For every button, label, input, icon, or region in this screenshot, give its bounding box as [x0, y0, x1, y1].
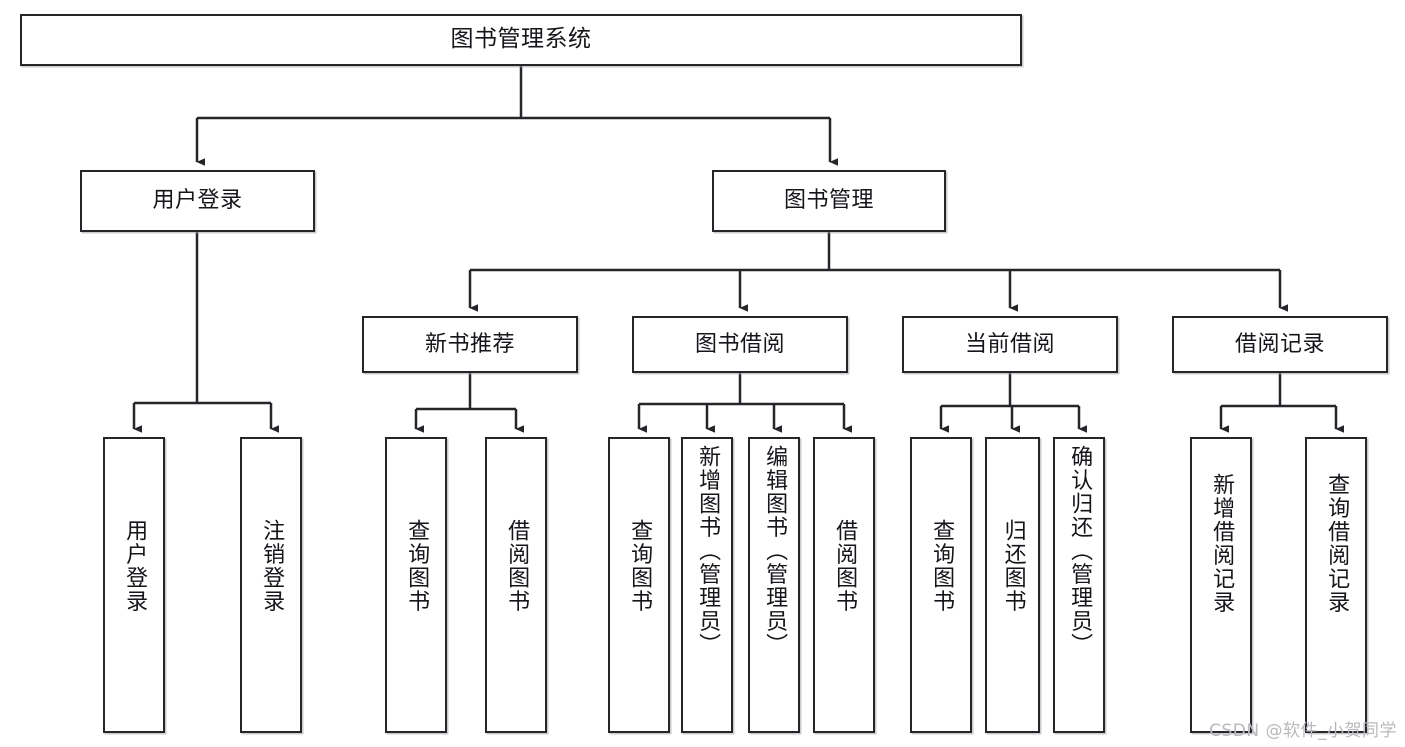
node-label: 新书推荐 — [424, 331, 515, 357]
csdn-watermark: CSDN @软件_小贺同学 — [1209, 721, 1397, 741]
node-label: 用户登录 — [122, 519, 148, 613]
node-return-books[interactable]: 归还图书 — [985, 437, 1040, 733]
node-label: 查询图书 — [404, 519, 430, 613]
node-label: 确认归还（管理员） — [1067, 445, 1093, 657]
node-label: 归还图书 — [1000, 519, 1026, 613]
node-add-borrow-record[interactable]: 新增借阅记录 — [1190, 437, 1252, 733]
node-label: 图书管理 — [783, 188, 874, 214]
node-label: 图书管理系统 — [450, 26, 592, 53]
node-book-borrow[interactable]: 图书借阅 — [632, 316, 848, 373]
node-edit-book-admin[interactable]: 编辑图书（管理员） — [748, 437, 800, 733]
node-root-system[interactable]: 图书管理系统 — [20, 14, 1022, 66]
node-query-borrow-record[interactable]: 查询借阅记录 — [1305, 437, 1367, 733]
node-label: 注销登录 — [259, 519, 285, 613]
node-label: 当前借阅 — [964, 331, 1055, 357]
node-label: 借阅图书 — [504, 519, 530, 613]
node-label: 编辑图书（管理员） — [762, 445, 788, 657]
node-label: 查询图书 — [627, 519, 653, 613]
node-label: 新增图书（管理员） — [695, 445, 721, 657]
node-new-book-recommend[interactable]: 新书推荐 — [362, 316, 578, 373]
node-query-books-current[interactable]: 查询图书 — [910, 437, 972, 733]
node-query-books-borrow[interactable]: 查询图书 — [608, 437, 670, 733]
node-add-book-admin[interactable]: 新增图书（管理员） — [681, 437, 733, 733]
node-query-books-recommend[interactable]: 查询图书 — [385, 437, 447, 733]
node-label: 借阅图书 — [832, 519, 858, 613]
node-borrow-books-recommend[interactable]: 借阅图书 — [485, 437, 547, 733]
node-label: 用户登录 — [152, 188, 243, 214]
node-confirm-return-admin[interactable]: 确认归还（管理员） — [1053, 437, 1105, 733]
node-label: 借阅记录 — [1234, 331, 1325, 357]
node-user-login-action[interactable]: 用户登录 — [103, 437, 165, 733]
node-label: 新增借阅记录 — [1209, 473, 1235, 614]
node-borrow-record[interactable]: 借阅记录 — [1172, 316, 1388, 373]
node-logout-action[interactable]: 注销登录 — [240, 437, 302, 733]
node-borrow-books-borrow[interactable]: 借阅图书 — [813, 437, 875, 733]
node-label: 图书借阅 — [694, 331, 785, 357]
node-current-borrow[interactable]: 当前借阅 — [902, 316, 1118, 373]
node-label: 查询借阅记录 — [1324, 473, 1350, 614]
node-book-management[interactable]: 图书管理 — [712, 170, 946, 232]
node-user-login[interactable]: 用户登录 — [80, 170, 315, 232]
node-label: 查询图书 — [929, 519, 955, 613]
